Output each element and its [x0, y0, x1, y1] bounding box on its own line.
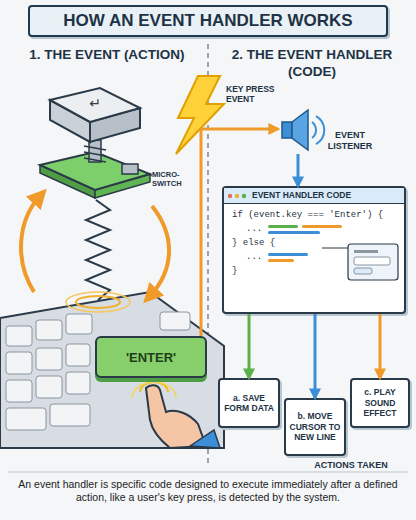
section-heading: 2. THE EVENT HANDLER (CODE) — [214, 46, 410, 80]
spring — [84, 146, 106, 162]
code-line: ... — [224, 222, 404, 236]
keycap — [50, 88, 140, 142]
text-group: a. SAVE FORM DATA — [222, 393, 276, 414]
code-line: } — [224, 264, 404, 278]
edge-label: KEY PRESS EVENT — [226, 84, 280, 104]
action-box: b. MOVE CURSOR TO NEW LINE — [284, 398, 346, 456]
node-text: 'ENTER' — [126, 350, 176, 365]
caption-rule — [8, 472, 408, 473]
flow-arrow — [248, 314, 251, 378]
text-group: 'ENTER' — [126, 350, 176, 365]
key-symbol: ↵ — [83, 95, 107, 112]
section-heading: 1. THE EVENT (ACTION) — [12, 46, 202, 63]
action-box: a. SAVE FORM DATA — [218, 378, 280, 428]
flow-arrow — [297, 154, 300, 186]
motion-arrow — [150, 206, 169, 296]
vibration-ring — [76, 296, 120, 308]
node-text: c. PLAY SOUND EFFECT — [354, 387, 406, 419]
lightning-bolt — [176, 76, 224, 154]
listener-node: EVENT LISTENER — [278, 104, 406, 154]
node-text: b. MOVE CURSOR TO NEW LINE — [288, 411, 342, 443]
keyboard — [0, 292, 224, 448]
flow-arrow — [379, 314, 382, 378]
part-label: MICRO-SWITCH — [152, 170, 196, 188]
diagram-title: HOW AN EVENT HANDLER WORKS — [28, 5, 388, 37]
code-line: } else { — [224, 236, 404, 250]
code-window: EVENT HANDLER CODE if (event.key === 'Ent… — [222, 186, 406, 314]
group-label: ACTIONS TAKEN — [296, 460, 406, 471]
text-group: c. PLAY SOUND EFFECT — [354, 387, 406, 419]
text-group: b. MOVE CURSOR TO NEW LINE — [288, 411, 342, 443]
motion-arrow — [21, 196, 40, 292]
action-box: c. PLAY SOUND EFFECT — [350, 378, 410, 428]
flow-arrow — [314, 314, 317, 398]
node-text: a. SAVE FORM DATA — [222, 393, 276, 414]
text-group: EVENT LISTENER — [322, 130, 378, 152]
vibration-ring — [66, 292, 130, 312]
window-title: EVENT HANDLER CODE — [224, 188, 404, 204]
spring — [86, 200, 110, 300]
node-text: EVENT LISTENER — [322, 130, 378, 152]
enter-key: 'ENTER' — [95, 336, 207, 378]
code-line: ... — [224, 250, 404, 264]
code-line: if (event.key === 'Enter') { — [224, 208, 404, 222]
caption-text: An event handler is specific code design… — [10, 478, 406, 504]
hand — [132, 382, 220, 448]
speaker-icon — [282, 110, 324, 150]
